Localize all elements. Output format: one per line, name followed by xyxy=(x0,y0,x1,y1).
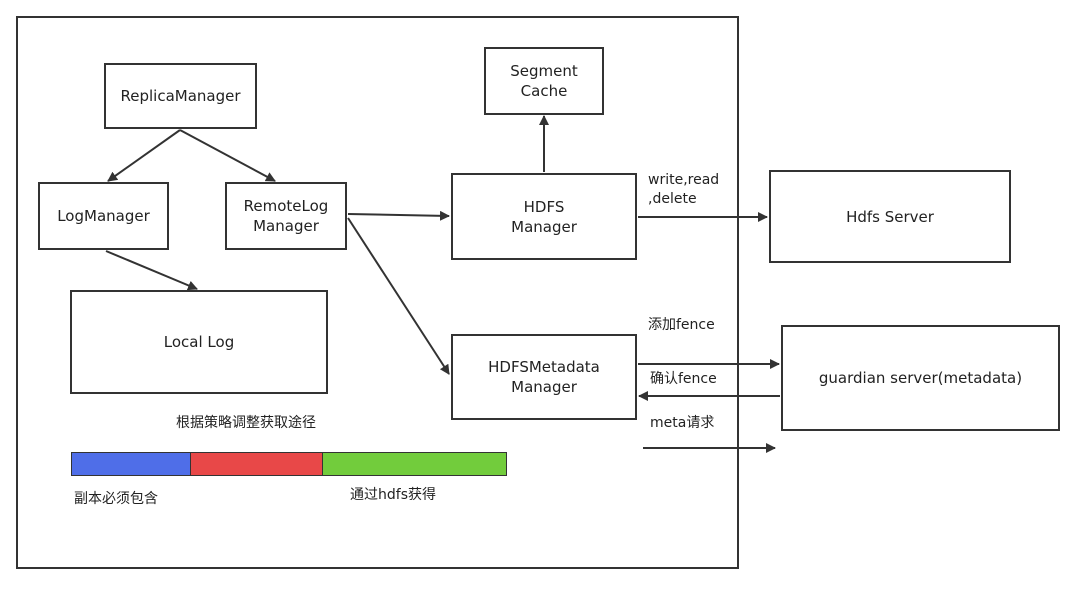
write-read-delete-label: write,read ,delete xyxy=(648,172,720,207)
segment-cache-box: Segment Cache xyxy=(484,47,604,115)
strategy-bar-replica-segment xyxy=(71,452,191,476)
strategy-hdfs-caption: 通过hdfs获得 xyxy=(350,487,436,503)
strategy-bar-middle-segment xyxy=(190,452,323,476)
add-fence-label: 添加fence xyxy=(648,317,715,333)
meta-request-label: meta请求 xyxy=(650,415,715,431)
strategy-caption: 根据策略调整获取途径 xyxy=(176,415,316,431)
local-log-box: Local Log xyxy=(70,290,328,394)
log-manager-box: LogManager xyxy=(38,182,169,250)
hdfs-server-box: Hdfs Server xyxy=(769,170,1011,263)
replica-manager-box: ReplicaManager xyxy=(104,63,257,129)
hdfs-metadata-manager-box: HDFSMetadata Manager xyxy=(451,334,637,420)
strategy-replica-caption: 副本必须包含 xyxy=(74,491,158,507)
remote-log-manager-box: RemoteLog Manager xyxy=(225,182,347,250)
strategy-bar-hdfs-segment xyxy=(322,452,507,476)
hdfs-manager-box: HDFS Manager xyxy=(451,173,637,260)
guardian-server-box: guardian server(metadata) xyxy=(781,325,1060,431)
system-boundary xyxy=(16,16,739,569)
confirm-fence-label: 确认fence xyxy=(650,371,717,387)
